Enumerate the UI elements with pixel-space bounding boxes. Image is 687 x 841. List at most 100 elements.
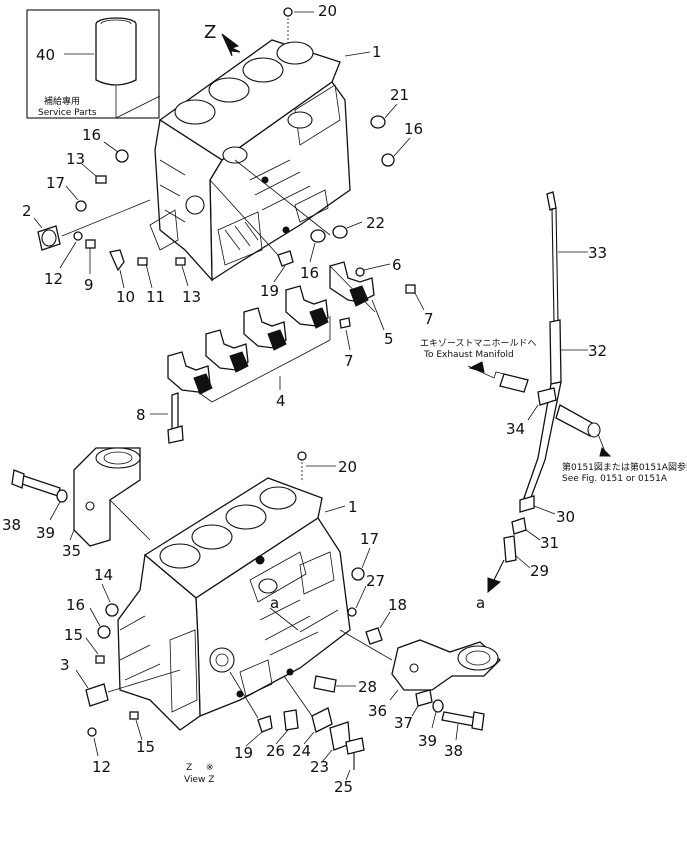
lower-small-parts: a [75, 451, 391, 781]
sleeve-37 [415, 689, 433, 707]
lower-bore-4 [259, 486, 297, 510]
lower-bore-1 [159, 543, 201, 569]
bracket-sleeve [499, 373, 529, 393]
callout-bot-16: 16 [66, 596, 85, 614]
callout-top-9: 9 [84, 276, 94, 294]
dipstick-handle [546, 191, 557, 211]
fig-note-jp: 第0151図または第0151A図参照 [562, 461, 687, 473]
pin-9 [85, 239, 96, 249]
reference-a-dipstick: a [476, 594, 485, 612]
callout-bot-25: 25 [334, 778, 353, 796]
callout-top-21: 21 [390, 86, 409, 104]
fitting-18 [365, 627, 383, 645]
dipstick-assembly: a [467, 191, 612, 612]
pin-13-bottom [175, 257, 186, 266]
callout-bot-19: 19 [234, 744, 253, 762]
callout-top-7-mid: 7 [344, 352, 354, 370]
callout-top-19: 19 [260, 282, 279, 300]
plug-20-lower [297, 451, 307, 461]
cover-24 [311, 707, 333, 733]
bolt-sleeve [555, 404, 595, 437]
callout-top-1: 1 [372, 43, 382, 61]
inset-caption-en: Service Parts [38, 108, 97, 118]
fig-ref-arrow-icon [599, 447, 612, 457]
plug-14 [105, 603, 119, 617]
view-z-note-bottom: View Z [184, 775, 214, 785]
view-z-letter: Z [204, 22, 216, 43]
callout-bot-35: 35 [62, 542, 81, 560]
pin-7-mid [339, 317, 351, 329]
pin-11 [137, 257, 148, 266]
callout-top-6: 6 [392, 256, 402, 274]
plug-17 [75, 200, 87, 212]
bolt-8 [171, 392, 179, 433]
callout-dip-32: 32 [588, 342, 607, 360]
pin-7-right [405, 284, 416, 294]
lower-block-boss [209, 647, 235, 673]
callout-top-16-lower: 16 [300, 264, 319, 282]
callout-bot-39-right: 39 [418, 732, 437, 750]
exhaust-note-en: To Exhaust Manifold [423, 350, 514, 360]
arrow-a-icon [487, 577, 502, 594]
callout-bot-38-right: 38 [444, 742, 463, 760]
lower-bore-2 [191, 524, 233, 550]
callout-bot-26: 26 [266, 742, 285, 760]
plug-27 [347, 607, 357, 617]
plug-16-lower-left [97, 625, 111, 639]
cylinder-liner-body [95, 24, 137, 86]
callout-top-8: 8 [136, 406, 146, 424]
callout-top-16-right: 16 [404, 120, 423, 138]
pin-15-bottom [129, 711, 139, 720]
callout-bot-23: 23 [310, 758, 329, 776]
plug-16-right [381, 153, 395, 167]
callout-bot-3: 3 [60, 656, 70, 674]
callout-40: 40 [36, 46, 55, 64]
bore-3 [242, 57, 284, 83]
upper-small-parts [33, 7, 411, 289]
exhaust-note-jp: エキゾーストマニホールドへ [420, 338, 537, 349]
exhaust-arrow-icon [468, 361, 485, 373]
plug-22 [332, 225, 348, 239]
callout-top-11: 11 [146, 288, 165, 306]
sleeve-31 [511, 517, 527, 535]
callout-dip-31: 31 [540, 534, 559, 552]
callout-bot-38-left: 38 [2, 516, 21, 534]
plug-26 [283, 709, 299, 731]
pin-15-left [95, 655, 105, 664]
callout-bot-39-left: 39 [36, 524, 55, 542]
svg-text:※: ※ [206, 763, 214, 773]
callout-top-22: 22 [366, 214, 385, 232]
service-parts-inset: 40 補給專用 Service Parts [26, 9, 161, 119]
seal-3 [85, 683, 109, 707]
bore-2 [208, 77, 250, 103]
upper-cylinder-block [149, 39, 351, 282]
bolt-10 [109, 249, 125, 272]
plug-17-lower [351, 567, 365, 581]
dipstick-33 [551, 207, 555, 323]
lower-right-parts [339, 629, 501, 741]
callout-bot-18: 18 [388, 596, 407, 614]
bore-1 [174, 99, 216, 125]
callout-top-13-left: 13 [66, 150, 85, 168]
bolt-38-right [441, 711, 477, 727]
callout-dip-34: 34 [506, 420, 525, 438]
callout-bot-27: 27 [366, 572, 385, 590]
callout-numbers: 20 1 21 16 16 13 17 2 12 9 10 11 13 19 1… [2, 2, 607, 796]
bolt-25-head [345, 737, 365, 755]
callout-bot-24: 24 [292, 742, 311, 760]
callout-top-17: 17 [46, 174, 65, 192]
washer-39-left [56, 489, 68, 503]
callout-top-10: 10 [116, 288, 135, 306]
reference-a-block: a [270, 594, 279, 612]
connector-29 [503, 535, 517, 563]
nut-30 [519, 495, 535, 513]
washer-6 [355, 267, 365, 277]
callout-bot-36: 36 [368, 702, 387, 720]
callout-top-2: 2 [22, 202, 32, 220]
main-bearing-caps [150, 261, 425, 444]
callout-top-12: 12 [44, 270, 63, 288]
callout-bot-17: 17 [360, 530, 379, 548]
annotations: エキゾーストマニホールドへ To Exhaust Manifold 第0151図… [184, 338, 687, 785]
